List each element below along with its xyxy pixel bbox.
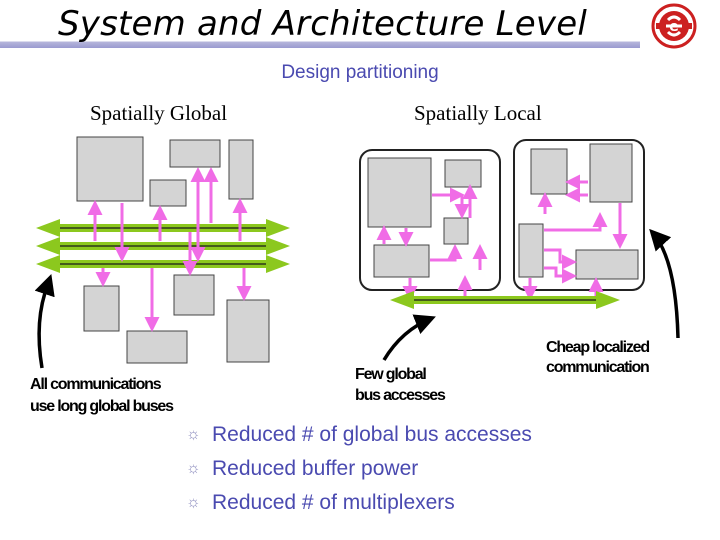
sun-bullet-icon: ☼	[186, 426, 201, 443]
few-global-pointer-arrow	[382, 314, 436, 361]
local-blocks	[367, 143, 639, 280]
title-bar	[0, 0, 640, 48]
global-heading: Spatially Global	[90, 101, 228, 125]
few-global-label: bus accesses	[355, 387, 446, 404]
all-comm-label: use long global buses	[30, 398, 174, 415]
local-bus	[390, 291, 620, 309]
slide-title: System and Architecture Level	[58, 4, 587, 44]
local-block	[575, 249, 639, 280]
sun-bullet-icon: ☼	[186, 494, 201, 511]
bullet-text: Reduced # of global bus accesses	[212, 423, 532, 446]
cheap-local-pointer-arrow	[649, 228, 680, 339]
local-block	[367, 157, 432, 228]
subtitle: Design partitioning	[281, 62, 439, 83]
global-block	[228, 139, 254, 200]
global-block	[149, 179, 187, 207]
global-block	[173, 274, 215, 316]
university-logo-icon: e	[651, 3, 697, 49]
local-connections	[376, 174, 628, 301]
global-blocks	[76, 136, 270, 364]
bullet-text: Reduced # of multiplexers	[212, 491, 455, 514]
local-block	[530, 148, 568, 195]
bullet-item: ☼ Reduced # of multiplexers	[186, 486, 532, 520]
global-block	[76, 136, 144, 202]
bullet-item: ☼ Reduced # of global bus accesses	[186, 418, 532, 452]
bullet-item: ☼ Reduced buffer power	[186, 452, 532, 486]
global-block	[126, 330, 188, 364]
all-comm-label: All communications	[30, 376, 162, 393]
local-block	[518, 223, 544, 278]
local-block	[589, 143, 633, 203]
global-buses	[36, 219, 290, 273]
global-block	[226, 299, 270, 363]
svg-text:e: e	[669, 19, 679, 35]
local-heading: Spatially Local	[414, 101, 542, 125]
global-block	[83, 285, 120, 332]
global-pointer-arrow	[34, 274, 55, 369]
global-block	[169, 139, 221, 168]
local-block	[444, 159, 482, 188]
local-block	[443, 217, 469, 245]
few-global-label: Few global	[355, 366, 426, 383]
local-block	[373, 244, 430, 278]
cheap-local-label: Cheap localized	[546, 339, 649, 356]
diagram-annotations: All communications use long global buses…	[30, 339, 651, 415]
global-connections	[87, 167, 252, 332]
bullet-text: Reduced buffer power	[212, 457, 419, 480]
sun-bullet-icon: ☼	[186, 460, 201, 477]
cheap-local-label: communication	[546, 359, 649, 376]
bullet-list: ☼ Reduced # of global bus accesses ☼ Red…	[186, 418, 532, 520]
